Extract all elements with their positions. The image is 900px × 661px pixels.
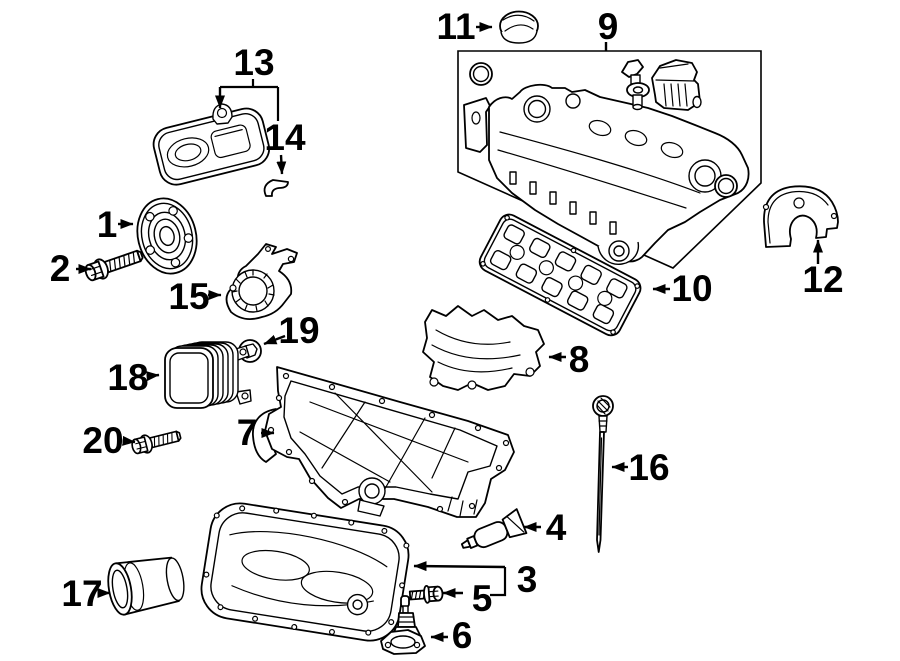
callout-3-leader — [413, 561, 506, 572]
callout-13[interactable]: 13 — [215, 42, 280, 121]
callout-18-leader — [146, 371, 160, 382]
callout-7[interactable]: 7 — [237, 412, 275, 453]
callout-18[interactable]: 18 — [107, 357, 160, 398]
callout-14[interactable]: 14 — [264, 117, 306, 175]
lower-oil-pan-part — [200, 502, 410, 642]
callout-17-label[interactable]: 17 — [61, 573, 102, 614]
callout-14-label[interactable]: 14 — [264, 117, 306, 158]
callout-20-label[interactable]: 20 — [82, 420, 123, 461]
callout-16-label[interactable]: 16 — [628, 447, 669, 488]
callout-6-label[interactable]: 6 — [452, 615, 473, 656]
sealant-tube-part — [460, 508, 528, 549]
camshaft-sensor-part — [621, 59, 650, 111]
dipstick-part — [592, 395, 614, 553]
callout-11-label[interactable]: 11 — [436, 6, 475, 47]
callout-1-label[interactable]: 1 — [97, 204, 118, 245]
callout-8[interactable]: 8 — [548, 339, 590, 380]
bracket-part — [225, 243, 298, 321]
callout-4-label[interactable]: 4 — [546, 507, 567, 548]
callout-10[interactable]: 10 — [652, 268, 713, 309]
callout-2[interactable]: 2 — [50, 248, 92, 289]
callout-20[interactable]: 20 — [82, 420, 136, 461]
callout-17[interactable]: 17 — [61, 573, 111, 614]
oil-level-sensor-part — [380, 595, 426, 655]
callout-5[interactable]: 5 — [442, 578, 493, 619]
oil-filter-part — [107, 556, 185, 616]
callout-4[interactable]: 4 — [523, 507, 567, 548]
drain-plug-part — [408, 584, 444, 604]
callout-6[interactable]: 6 — [430, 615, 473, 656]
callout-18-label[interactable]: 18 — [107, 357, 148, 398]
callout-19-leader — [263, 334, 286, 346]
callout-15[interactable]: 15 — [168, 276, 222, 317]
upper-pan-bolt-holes — [267, 372, 510, 513]
callout-15-label[interactable]: 15 — [168, 276, 209, 317]
callout-13-bracket — [220, 79, 280, 121]
pulley-bolt-part — [84, 249, 144, 282]
callout-3-bracket — [490, 567, 507, 597]
callout-10-label[interactable]: 10 — [671, 268, 712, 309]
oil-cooler-part — [164, 341, 252, 409]
valve-cover-studs — [509, 171, 617, 235]
callout-20-leader — [122, 435, 136, 446]
timing-cover-part — [762, 185, 839, 248]
front-cover-part — [152, 103, 270, 186]
callout-1[interactable]: 1 — [97, 204, 134, 245]
callout-19[interactable]: 19 — [263, 310, 320, 351]
callout-5-label[interactable]: 5 — [472, 578, 493, 619]
oil-filler-cap-part — [499, 10, 539, 44]
callout-8-label[interactable]: 8 — [569, 339, 590, 380]
callout-2-label[interactable]: 2 — [50, 248, 71, 289]
callout-9[interactable]: 9 — [598, 6, 619, 51]
callout-16[interactable]: 16 — [611, 447, 670, 488]
callout-3[interactable]: 3 — [413, 559, 538, 600]
callout-13-label[interactable]: 13 — [233, 42, 274, 83]
callout-19-label[interactable]: 19 — [278, 310, 319, 351]
callout-12[interactable]: 12 — [802, 239, 844, 300]
callout-12-label[interactable]: 12 — [802, 259, 843, 300]
valve-cover-part — [463, 59, 750, 265]
baffle-plate-part — [422, 305, 545, 391]
callout-11[interactable]: 11 — [436, 6, 493, 47]
lower-pan-bolt-holes — [203, 505, 410, 636]
callout-7-label[interactable]: 7 — [237, 412, 258, 453]
callout-9-label[interactable]: 9 — [598, 6, 619, 47]
cover-clip-part — [263, 179, 289, 197]
crankshaft-pulley-part — [136, 197, 198, 275]
valve-cover-gasket-part — [478, 213, 642, 337]
callout-3-label[interactable]: 3 — [517, 559, 538, 600]
upper-oil-pan-part — [252, 366, 515, 518]
valve-cover-box — [457, 50, 762, 269]
callout-14-leader — [276, 154, 287, 175]
cooler-bolt-part — [131, 430, 182, 455]
ignition-coil-part — [651, 59, 702, 111]
